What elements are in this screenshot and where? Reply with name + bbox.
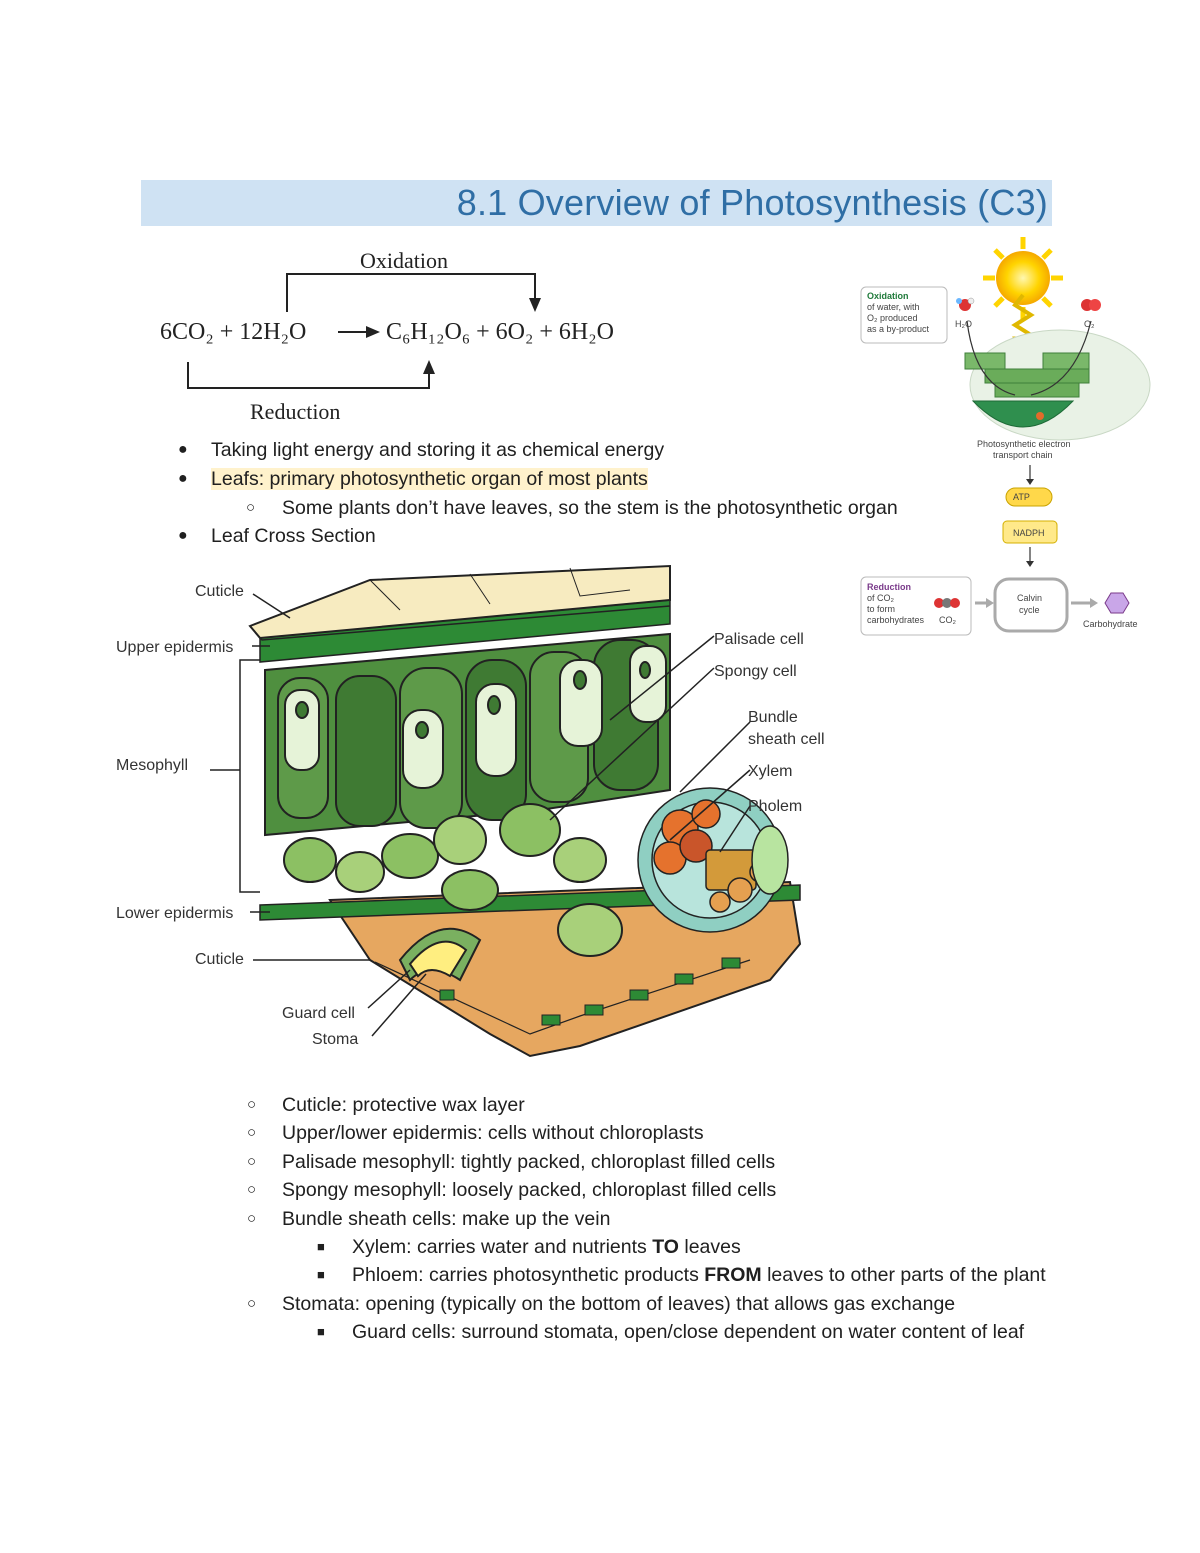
nadph-badge — [1002, 520, 1058, 544]
reduction-title: Reduction — [867, 582, 911, 592]
nadph-label: NADPH — [1013, 528, 1045, 538]
oxidation-title: Oxidation — [867, 291, 909, 301]
oxidation-arrow — [286, 273, 536, 312]
list-item: ●Taking light energy and storing it as c… — [178, 439, 665, 461]
down-arrowhead — [1026, 479, 1034, 485]
equation-rhs: C₆H₁₂O₆ + 6O₂ + 6H₂O — [386, 319, 614, 345]
vascular-bundle — [637, 787, 783, 933]
list-item: ■Phloem: carries photosynthetic products… — [317, 1264, 1046, 1287]
spongy-cells — [283, 803, 623, 957]
etc-label: Photosynthetic electron — [977, 439, 1071, 449]
label-spongy-cell: Spongy cell — [714, 663, 797, 680]
reduction-box — [860, 576, 972, 636]
list-item: ■Xylem: carries water and nutrients TO l… — [317, 1236, 741, 1259]
label-phloem: Pholem — [748, 798, 802, 815]
oxidation-box — [860, 286, 948, 344]
reduction-text: to form — [867, 604, 895, 614]
right-arrowhead — [1090, 598, 1098, 608]
oxidation-arrowhead — [529, 298, 541, 312]
highlighted-text: Leafs: primary photosynthetic organ of m… — [211, 467, 648, 490]
calvin-label: Calvin — [1017, 593, 1042, 603]
photosynthesis-diagram: Oxidation of water, with O₂ produced as … — [860, 237, 1151, 636]
label-upper-epidermis: Upper epidermis — [116, 639, 233, 656]
label-xylem: Xylem — [748, 763, 792, 780]
page-title: 8.1 Overview of Photosynthesis (C3) — [456, 182, 1048, 223]
right-arrowhead — [986, 598, 994, 608]
sun-icon — [983, 237, 1063, 319]
label-mesophyll: Mesophyll — [116, 757, 188, 774]
oxidation-text: O₂ produced — [867, 313, 918, 323]
label-lower-epidermis: Lower epidermis — [116, 905, 233, 922]
o2-label: O₂ — [1084, 319, 1095, 329]
label-stoma: Stoma — [312, 1031, 358, 1048]
label-cuticle-bottom: Cuticle — [195, 951, 244, 968]
water-molecule-icon — [956, 297, 975, 311]
carbohydrate-label: Carbohydrate — [1083, 619, 1138, 629]
list-item: ○Upper/lower epidermis: cells without ch… — [247, 1122, 704, 1145]
leader-lines — [210, 593, 751, 1037]
redox-equation: Oxidation 6CO₂ + 12H₂O C₆H₁₂O₆ + 6O₂ + 6… — [160, 248, 614, 424]
etc-label: transport chain — [993, 450, 1053, 460]
reduction-text: of CO₂ — [867, 593, 895, 603]
list-item: ○Stomata: opening (typically on the bott… — [247, 1292, 956, 1315]
calvin-cycle-icon — [993, 577, 1069, 633]
label-cuticle-top: Cuticle — [195, 583, 244, 600]
leaf-cross-section-diagram: Cuticle Upper epidermis Mesophyll Lower … — [116, 564, 825, 1058]
palisade-cells — [264, 632, 671, 837]
atp-label: ATP — [1013, 492, 1030, 502]
equation-lhs: 6CO₂ + 12H₂O — [160, 319, 306, 345]
label-bundle-sheath: sheath cell — [748, 731, 825, 748]
atp-badge — [1005, 487, 1053, 507]
label-palisade-cell: Palisade cell — [714, 631, 804, 648]
h2o-label: H₂O — [955, 319, 972, 329]
list-item: ■Guard cells: surround stomata, open/clo… — [317, 1321, 1025, 1344]
oxidation-label: Oxidation — [360, 248, 448, 273]
list-item: ○Cuticle: protective wax layer — [247, 1094, 525, 1116]
label-bundle-sheath: Bundle — [748, 709, 798, 726]
list-item: ○Bundle sheath cells: make up the vein — [247, 1207, 611, 1230]
oxidation-text: of water, with — [867, 302, 920, 312]
intro-bullets: ●Taking light energy and storing it as c… — [170, 436, 990, 551]
oxidation-text: as a by-product — [867, 324, 930, 334]
reduction-arrow — [187, 362, 430, 389]
bundle-edge-cell — [751, 825, 789, 895]
co2-label: CO₂ — [939, 615, 957, 625]
title-bar: 8.1 Overview of Photosynthesis (C3) — [141, 180, 1052, 226]
reduction-label: Reduction — [250, 399, 340, 424]
list-item: ○Spongy mesophyll: loosely packed, chlor… — [247, 1179, 777, 1202]
down-arrowhead — [1026, 561, 1034, 567]
co2-molecule-icon — [934, 598, 960, 608]
carbohydrate-icon — [1104, 592, 1130, 614]
stoma — [398, 927, 482, 982]
chloroplast-icon — [964, 320, 1151, 441]
detail-bullets: ○Cuticle: protective wax layer ○Upper/lo… — [170, 1091, 1070, 1347]
list-item: ○Some plants don’t have leaves, so the s… — [246, 496, 898, 519]
calvin-label: cycle — [1019, 605, 1040, 615]
label-guard-cell: Guard cell — [282, 1005, 355, 1022]
reduction-arrowhead — [423, 360, 435, 374]
reaction-arrowhead — [366, 326, 380, 338]
list-item: ●Leafs: primary photosynthetic organ of … — [178, 467, 648, 490]
reduction-text: carbohydrates — [867, 615, 925, 625]
oxygen-molecule-icon — [1081, 299, 1101, 311]
list-item: ●Leaf Cross Section — [178, 525, 376, 548]
list-item: ○Palisade mesophyll: tightly packed, chl… — [247, 1150, 776, 1173]
